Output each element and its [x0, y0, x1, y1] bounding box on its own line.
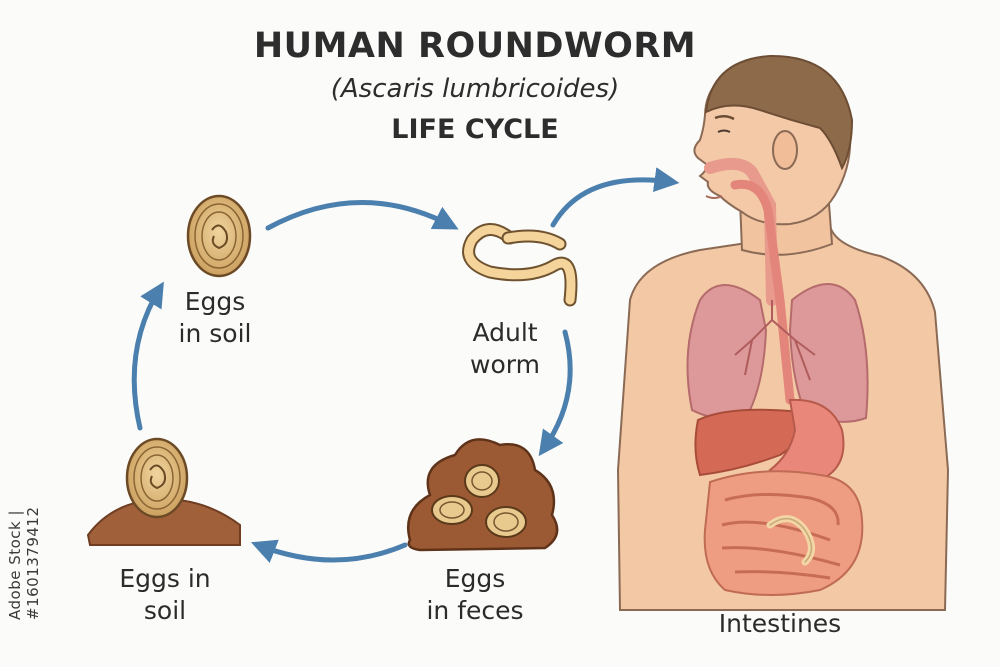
watermark-text: Adobe Stock | #1601379412 [6, 506, 42, 620]
esophagus [730, 179, 795, 405]
feces-icon [407, 438, 559, 552]
egg-top [186, 194, 252, 278]
subtitle: LIFE CYCLE [391, 114, 559, 145]
arrow-feces-to-soil [251, 539, 408, 563]
ear [772, 130, 798, 170]
left-lung [686, 284, 768, 419]
arrow-worm-to-human [550, 167, 680, 228]
liver [694, 408, 802, 477]
arrow-soil-to-egg [131, 281, 164, 431]
label-eggs-in-soil-bottom: Eggs in soil [119, 564, 211, 625]
egg-soil-bottom [86, 437, 241, 546]
arrow-egg-to-worm [265, 200, 459, 231]
species-name: (Ascaris lumbricoides) [330, 74, 620, 104]
adult-worm-icon [462, 223, 578, 307]
label-eggs-in-feces: Eggs in feces [426, 564, 524, 625]
human-figure [616, 54, 950, 611]
egg-in-feces [431, 464, 527, 538]
page-title: HUMAN ROUNDWORM [253, 26, 697, 66]
right-lung [788, 283, 869, 423]
hair [704, 54, 854, 171]
label-adult-worm: Adult worm [470, 318, 540, 379]
label-intestines: Intestines [718, 609, 842, 638]
cycle-arrows [131, 167, 680, 563]
airway [704, 157, 778, 306]
arrow-worm-to-feces [538, 329, 573, 457]
intestines [703, 470, 864, 596]
label-eggs-in-soil-top: Eggs in soil [178, 287, 252, 348]
